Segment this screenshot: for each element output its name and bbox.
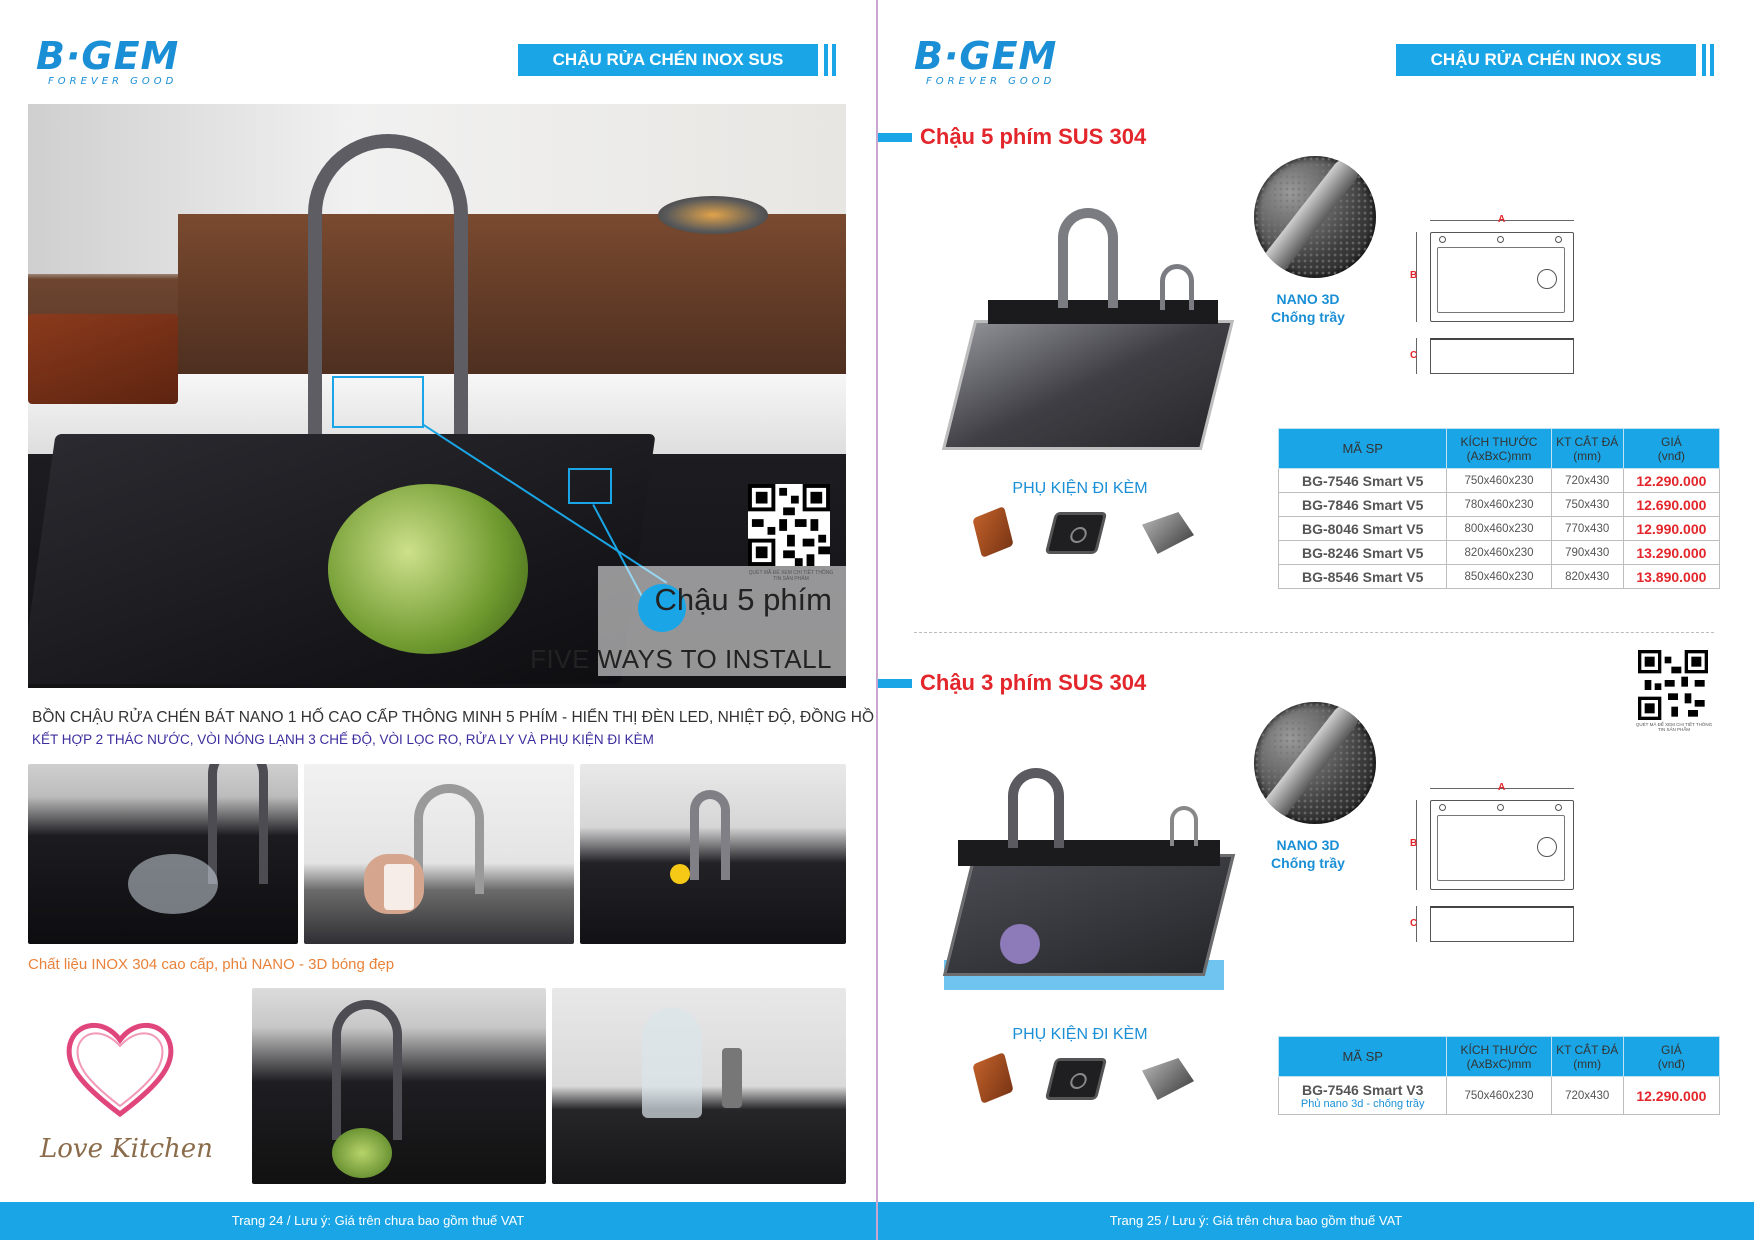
footer-page-24: Trang 24 / Lưu ý: Giá trên chưa bao gồm … xyxy=(0,1202,876,1240)
thumbnail-waterfall xyxy=(28,764,298,944)
table-row: BG-8246 Smart V5 820x460x230 790x430 13.… xyxy=(1277,540,1721,565)
product-description-line2: KẾT HỢP 2 THÁC NƯỚC, VÒI NÓNG LẠNH 3 CHẾ… xyxy=(32,732,654,747)
col-header-price: GIÁ (vnđ) xyxy=(1622,428,1721,469)
col-header-code: MÃ SP xyxy=(1277,1036,1448,1077)
table-row: BG-8046 Smart V5 800x460x230 770x430 12.… xyxy=(1277,516,1721,541)
drain-basket-icon xyxy=(1044,512,1108,554)
accessories-list xyxy=(968,506,1194,558)
hero-title: Chậu 5 phím xyxy=(654,582,833,617)
footer-page-25: Trang 25 / Lưu ý: Giá trên chưa bao gồm … xyxy=(878,1202,1754,1240)
qr-code-icon xyxy=(748,484,830,566)
thumbnail-lemon-rinse xyxy=(580,764,846,944)
col-header-price: GIÁ (vnđ) xyxy=(1622,1036,1721,1077)
product-description-line1: BỒN CHẬU RỬA CHÉN BÁT NANO 1 HỐ CAO CẤP … xyxy=(32,709,875,726)
draining-tray-icon xyxy=(1142,512,1194,554)
logo-tagline: FOREVER GOOD xyxy=(926,76,1056,87)
heart-logo-icon xyxy=(66,1022,174,1118)
logo-tagline: FOREVER GOOD xyxy=(48,76,178,87)
accessories-list xyxy=(968,1052,1194,1104)
thumbnail-glass-filling xyxy=(304,764,574,944)
header-banner: CHẬU RỬA CHÉN INOX SUS 304 xyxy=(1396,44,1718,101)
nano-coating-closeup-image xyxy=(1254,156,1376,278)
col-header-code: MÃ SP xyxy=(1277,428,1448,469)
section-divider xyxy=(914,632,1714,633)
qr-code-icon xyxy=(1638,650,1708,720)
product-image-3-key-sink xyxy=(938,760,1236,1000)
nano-label: NANO 3D Chống trầy xyxy=(1271,837,1345,871)
callout-dot xyxy=(638,584,686,632)
qr-caption: QUÉT MÃ ĐỂ XEM CHI TIẾT THÔNG TIN SẢN PH… xyxy=(748,570,834,582)
nano-coating-closeup-image xyxy=(1254,702,1376,824)
brand-logo: B·GEM FOREVER GOOD xyxy=(36,36,216,90)
section-title-text: Chậu 3 phím SUS 304 xyxy=(920,670,1147,695)
dimension-diagram: A B C xyxy=(1410,214,1592,388)
cutting-board-icon xyxy=(972,1052,1014,1104)
dimension-diagram: A B C xyxy=(1410,782,1592,956)
qr-caption: QUÉT MÃ ĐỂ XEM CHI TIẾT THÔNG TIN SẢN PH… xyxy=(1635,722,1713,732)
plate-image xyxy=(658,196,768,234)
hero-subtitle: FIVE WAYS TO INSTALL xyxy=(530,644,832,674)
section-title-5-key: Chậu 5 phím SUS 304 xyxy=(878,124,1146,150)
table-row: BG-7846 Smart V5 780x460x230 750x430 12.… xyxy=(1277,492,1721,517)
catalog-page-24: B·GEM FOREVER GOOD CHẬU RỬA CHÉN INOX SU… xyxy=(0,0,876,1240)
col-header-size: KÍCH THƯỚC (AxBxC)mm xyxy=(1446,428,1552,469)
accessories-title: PHỤ KIỆN ĐI KÈM xyxy=(1012,480,1148,497)
love-kitchen-logo: Love Kitchen xyxy=(40,1134,213,1164)
logo-wordmark: B·GEM xyxy=(914,34,1058,78)
thumbnail-lettuce-wash xyxy=(252,988,546,1184)
highlight-box-buttons xyxy=(332,376,424,428)
product-image-5-key-sink xyxy=(928,200,1235,460)
highlight-box-knob xyxy=(568,468,612,504)
col-header-size: KÍCH THƯỚC (AxBxC)mm xyxy=(1446,1036,1552,1077)
cutting-board-icon xyxy=(972,506,1014,558)
product-code: BG-7546 Smart V3 xyxy=(1301,1081,1424,1098)
header-banner-title: CHẬU RỬA CHÉN INOX SUS 304 xyxy=(518,44,818,101)
price-table-5-key: MÃ SP KÍCH THƯỚC (AxBxC)mm KT CẮT ĐÁ (mm… xyxy=(1277,428,1721,589)
col-header-cut: KT CẮT ĐÁ (mm) xyxy=(1550,1036,1624,1077)
section-title-3-key: Chậu 3 phím SUS 304 xyxy=(878,670,1146,696)
banner-stripes xyxy=(824,44,840,76)
header-banner-title: CHẬU RỬA CHÉN INOX SUS 304 xyxy=(1396,44,1696,101)
table-row: BG-7546 Smart V3 Phủ nano 3d - chống trầ… xyxy=(1277,1076,1721,1115)
col-header-cut: KT CẮT ĐÁ (mm) xyxy=(1550,428,1624,469)
lettuce-image xyxy=(328,484,528,654)
table-row: BG-8546 Smart V5 850x460x230 820x430 13.… xyxy=(1277,564,1721,589)
table-row: BG-7546 Smart V5 750x460x230 720x430 12.… xyxy=(1277,468,1721,493)
banner-stripes xyxy=(1702,44,1718,76)
hero-photo: QUÉT MÃ ĐỂ XEM CHI TIẾT THÔNG TIN SẢN PH… xyxy=(28,104,846,688)
cutting-board-image xyxy=(28,314,178,404)
nano-label: NANO 3D Chống trầy xyxy=(1271,291,1345,325)
drain-basket-icon xyxy=(1044,1058,1108,1100)
accessories-title: PHỤ KIỆN ĐI KÈM xyxy=(1012,1026,1148,1043)
material-note: Chất liệu INOX 304 cao cấp, phủ NANO - 3… xyxy=(28,956,395,973)
catalog-page-25: B·GEM FOREVER GOOD CHẬU RỬA CHÉN INOX SU… xyxy=(878,0,1754,1240)
page-divider xyxy=(876,0,878,1240)
price-table-3-key: MÃ SP KÍCH THƯỚC (AxBxC)mm KT CẮT ĐÁ (mm… xyxy=(1277,1036,1721,1115)
draining-tray-icon xyxy=(1142,1058,1194,1100)
product-code-note: Phủ nano 3d - chống trầy xyxy=(1300,1097,1425,1110)
logo-wordmark: B·GEM xyxy=(36,34,180,78)
thumbnail-glass-rinser xyxy=(552,988,846,1184)
brand-logo: B·GEM FOREVER GOOD xyxy=(914,36,1094,90)
header-banner: CHẬU RỬA CHÉN INOX SUS 304 xyxy=(518,44,840,101)
section-title-text: Chậu 5 phím SUS 304 xyxy=(920,124,1147,149)
